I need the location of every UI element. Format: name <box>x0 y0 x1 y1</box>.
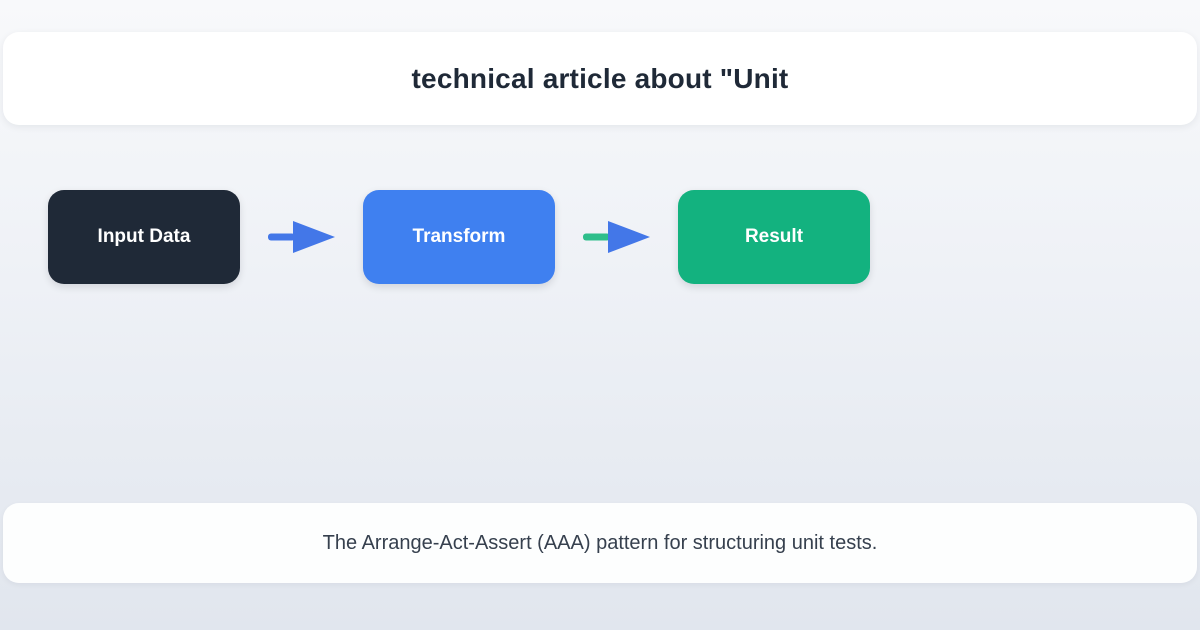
flow-arrow-2 <box>555 219 678 255</box>
node-result: Result <box>678 190 870 284</box>
flow-diagram: Input Data Transform Result <box>48 190 870 284</box>
arrow-right-icon <box>267 221 335 253</box>
arrow-right-icon <box>582 221 650 253</box>
caption-text: The Arrange-Act-Assert (AAA) pattern for… <box>322 531 878 554</box>
node-transform-label: Transform <box>412 226 506 247</box>
node-input-data-label: Input Data <box>97 226 191 247</box>
title-card: technical article about "Unit <box>3 32 1197 125</box>
flow-arrow-1 <box>240 219 363 255</box>
caption-card: The Arrange-Act-Assert (AAA) pattern for… <box>3 503 1197 583</box>
node-transform: Transform <box>363 190 555 284</box>
node-result-label: Result <box>744 226 804 247</box>
page-title: technical article about "Unit <box>411 62 789 94</box>
node-input-data: Input Data <box>48 190 240 284</box>
